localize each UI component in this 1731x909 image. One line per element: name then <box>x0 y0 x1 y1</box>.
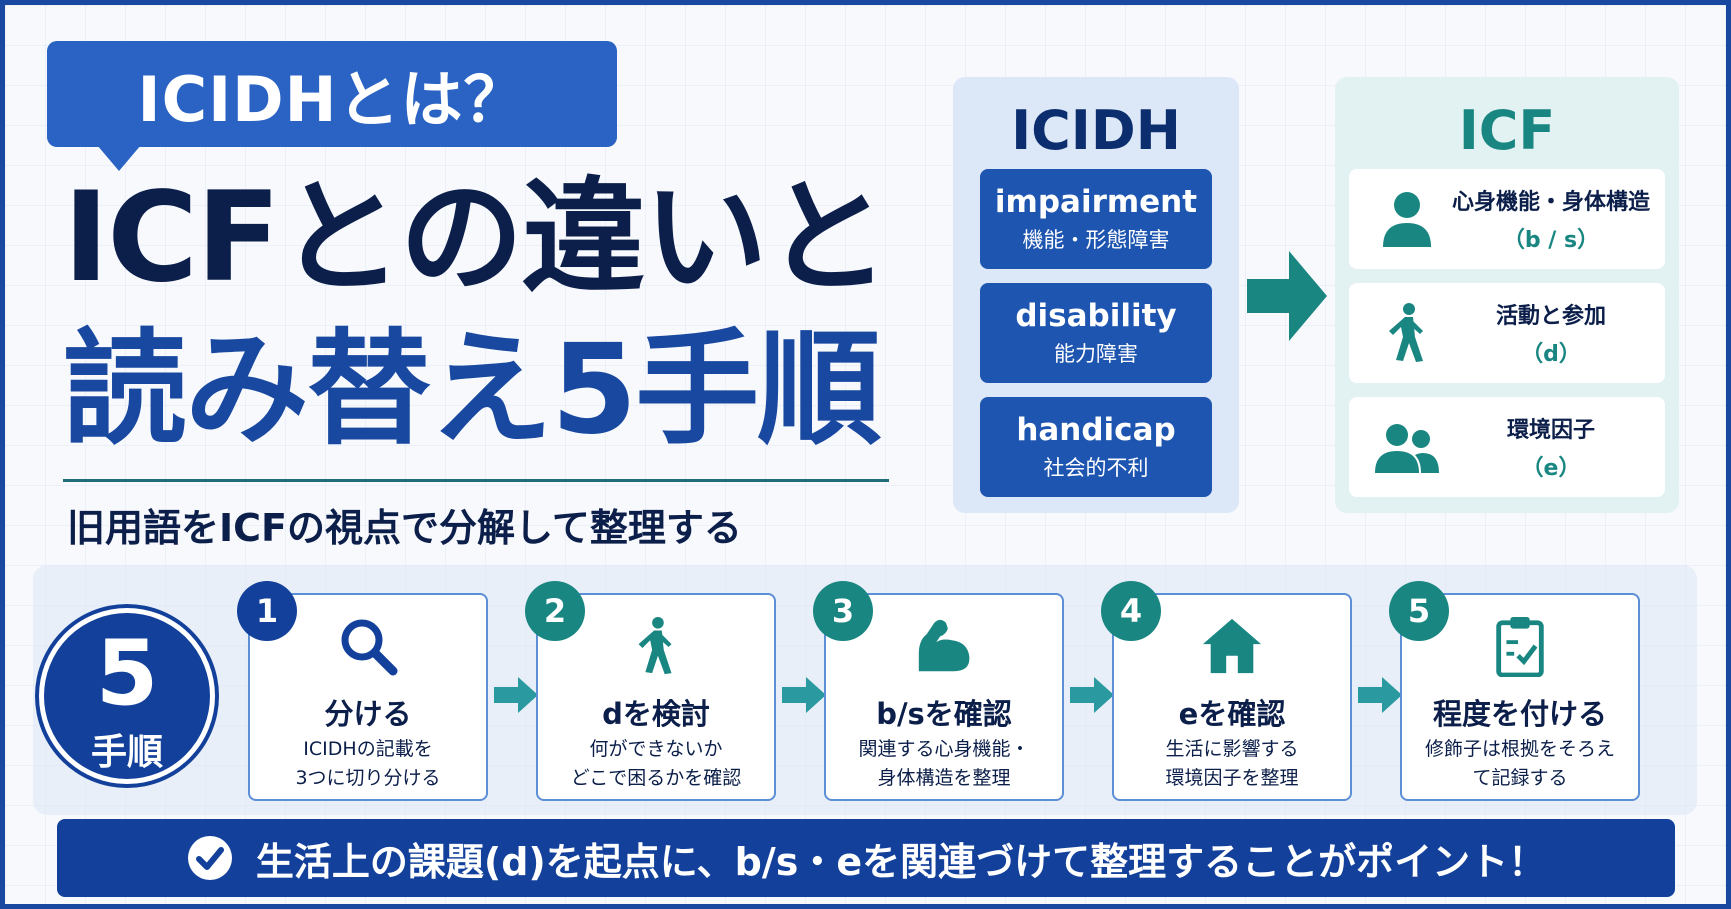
step-card-2: dを検討 何ができないか どこで困るかを確認 <box>536 593 776 801</box>
step-number-2: 2 <box>525 581 585 641</box>
icf-title: ICF <box>1458 99 1556 162</box>
step-title: dを検討 <box>602 697 710 731</box>
icf-item-code: （e） <box>1521 456 1581 481</box>
icf-item-label: 活動と参加 <box>1495 304 1606 329</box>
step-desc: ICIDHの記載を 3つに切り分ける <box>256 735 480 794</box>
chevron-right-icon <box>1358 677 1402 713</box>
icf-item-code: （b / s） <box>1502 228 1600 253</box>
walking-person-icon <box>1389 303 1423 362</box>
step-desc-line: て記録する <box>1472 767 1568 790</box>
step-desc: 関連する心身機能・ 身体構造を整理 <box>832 735 1056 794</box>
icidh-item-impairment: impairment 機能・形態障害 <box>980 169 1212 269</box>
step-desc-line: 環境因子を整理 <box>1165 767 1299 790</box>
icidh-title: ICIDH <box>1011 99 1181 162</box>
header-badge: ICIDHとは？ <box>47 41 617 147</box>
main-title-line1: ICFとの違いと <box>63 166 890 310</box>
step-desc-line: 修飾子は根拠をそろえ <box>1424 738 1615 760</box>
person-icon <box>1383 192 1431 247</box>
key-point-bar: 生活上の課題(d)を起点に、b/s・eを関連づけて整理することがポイント！ <box>57 819 1675 897</box>
badge-tail <box>97 145 141 171</box>
icidh-item-ja: 能力障害 <box>1054 342 1138 366</box>
step-desc: 何ができないか どこで困るかを確認 <box>544 735 768 794</box>
step-desc-line: 関連する心身機能・ <box>858 738 1030 760</box>
icidh-item-disability: disability 能力障害 <box>980 283 1212 383</box>
step-card-5: 程度を付ける 修飾子は根拠をそろえ て記録する <box>1400 593 1640 801</box>
step-desc-line: 何ができないか <box>589 738 723 760</box>
step-desc-line: 生活に影響する <box>1165 738 1299 760</box>
icidh-panel: ICIDH impairment 機能・形態障害 disability 能力障害… <box>953 77 1239 513</box>
step-title: b/sを確認 <box>876 697 1012 731</box>
steps-count-label: 手順 <box>90 732 163 773</box>
icf-item-activity: 活動と参加 （d） <box>1349 283 1665 383</box>
group-icon <box>1375 424 1439 473</box>
icf-item-label: 心身機能・身体構造 <box>1451 190 1650 215</box>
icidh-item-en: disability <box>1015 298 1177 334</box>
icf-panel: ICF 心身機能・身体構造 （b / s） 活動と参加 （d） <box>1335 77 1679 513</box>
house-icon <box>1202 618 1262 674</box>
step-number-5: 5 <box>1389 581 1449 641</box>
step-title: 分ける <box>324 697 412 731</box>
icidh-item-en: impairment <box>994 184 1198 220</box>
subtitle: 旧用語をICFの視点で分解して整理する <box>67 506 742 550</box>
flexed-arm-icon <box>918 619 970 672</box>
clipboard-check-icon <box>1496 616 1544 677</box>
icf-item-code: （d） <box>1521 342 1581 367</box>
step-number-3: 3 <box>813 581 873 641</box>
icf-item-body: 心身機能・身体構造 （b / s） <box>1349 169 1665 269</box>
steps-count-badge: 5 手順 <box>39 608 215 784</box>
magnifier-icon <box>341 619 398 676</box>
steps-count-number: 5 <box>95 621 159 726</box>
icf-item-label: 環境因子 <box>1506 418 1595 443</box>
step-desc-line: ICIDHの記載を <box>303 738 433 760</box>
step-title: eを確認 <box>1178 697 1286 731</box>
title-divider <box>63 479 889 482</box>
right-arrow-icon <box>1247 251 1327 341</box>
step-desc-line: 3つに切り分ける <box>295 767 441 790</box>
step-number-4: 4 <box>1101 581 1161 641</box>
icf-item-environment: 環境因子 （e） <box>1349 397 1665 497</box>
chevron-right-icon <box>782 677 826 713</box>
main-title-line2: 読み替え5手順 <box>63 318 881 462</box>
step-desc: 修飾子は根拠をそろえ て記録する <box>1408 735 1632 794</box>
walking-person-icon <box>638 616 672 675</box>
icidh-item-en: handicap <box>1016 412 1176 448</box>
key-point-text: 生活上の課題(d)を起点に、b/s・eを関連づけて整理することがポイント！ <box>255 839 1547 884</box>
check-circle-icon <box>187 836 232 880</box>
step-desc-line: どこで困るかを確認 <box>570 767 742 790</box>
chevron-right-icon <box>1070 677 1114 713</box>
icidh-item-ja: 社会的不利 <box>1043 456 1149 480</box>
icidh-item-ja: 機能・形態障害 <box>1022 228 1170 252</box>
icidh-item-handicap: handicap 社会的不利 <box>980 397 1212 497</box>
step-title: 程度を付ける <box>1432 697 1607 731</box>
step-desc: 生活に影響する 環境因子を整理 <box>1120 735 1344 794</box>
chevron-right-icon <box>494 677 538 713</box>
step-number-1: 1 <box>237 581 297 641</box>
step-desc-line: 身体構造を整理 <box>877 767 1011 790</box>
